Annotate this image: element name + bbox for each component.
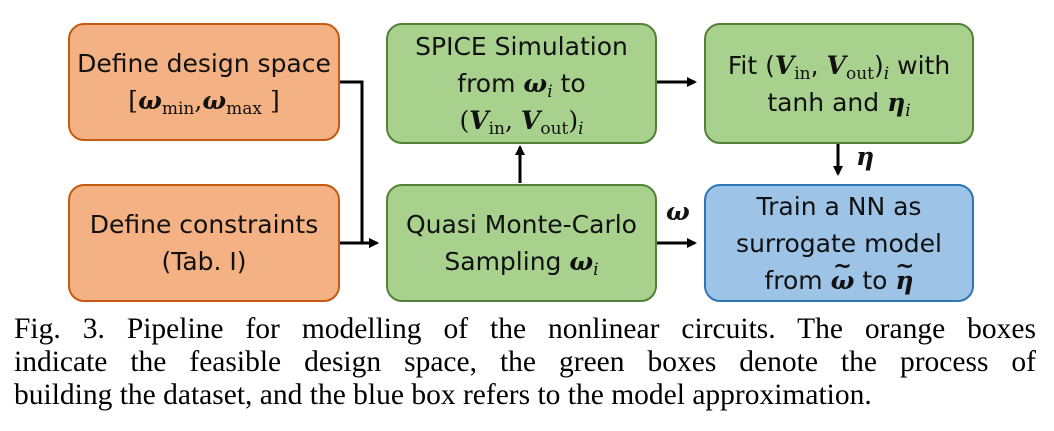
- design-space-range: [ωmin,ωmax ]: [128, 86, 280, 119]
- design-space-box: Define design space [ωmin,ωmax ]: [68, 23, 340, 141]
- train-box: Train a NN as surrogate model from ω to …: [704, 184, 974, 302]
- sampling-box: Quasi Monte-Carlo Sampling ωi: [386, 184, 657, 302]
- arrow-design-space-to-sampling: [340, 80, 379, 248]
- train-line3: from ω to η: [764, 248, 913, 299]
- caption-line-2: indicate the feasible design space, the …: [14, 346, 1036, 378]
- spice-from: from ωi to: [457, 69, 586, 102]
- arrow-label-omega: ω: [666, 197, 690, 226]
- fit-box: Fit (Vin, Vout)i with tanh and ηi: [704, 23, 974, 144]
- fit-line1: Fit (Vin, Vout)i with: [727, 50, 951, 84]
- design-space-title: Define design space: [77, 49, 331, 78]
- constraints-title: Define constraints: [89, 210, 319, 239]
- caption-line-3: building the dataset, and the blue box r…: [14, 379, 872, 411]
- arrow-label-eta: η: [856, 142, 875, 171]
- spice-title: SPICE Simulation: [415, 32, 628, 61]
- sampling-line2: Sampling ωi: [444, 247, 599, 280]
- spice-simulation-box: SPICE Simulation from ωi to (Vin, Vout)i: [386, 23, 657, 144]
- constraints-ref: (Tab. I): [161, 247, 247, 276]
- spice-to: (Vin, Vout)i: [459, 106, 584, 139]
- sampling-title: Quasi Monte-Carlo: [406, 210, 637, 239]
- constraints-box: Define constraints (Tab. I): [68, 184, 340, 302]
- train-line1: Train a NN as: [756, 191, 922, 221]
- caption-line-1: Fig. 3. Pipeline for modelling of the no…: [14, 313, 1036, 345]
- fit-line2: tanh and ηi: [767, 87, 911, 121]
- figure-caption: Fig. 3. Pipeline for modelling of the no…: [14, 313, 1036, 412]
